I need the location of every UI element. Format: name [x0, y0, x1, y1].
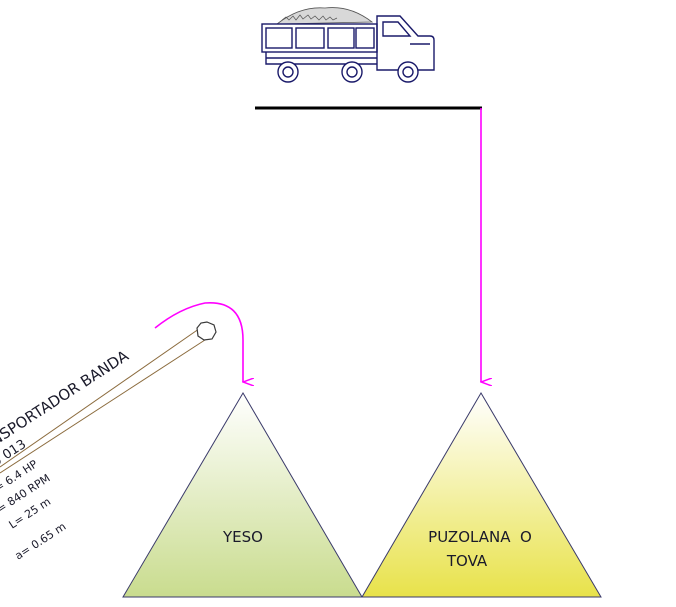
pulley-icon	[196, 321, 217, 341]
dump-truck-icon	[261, 7, 435, 83]
pile-label-yeso: YESO	[222, 528, 263, 546]
pile-label-puzolana-line2: TOVA	[446, 552, 488, 570]
pile-puzolana	[361, 392, 602, 598]
pile-yeso	[122, 392, 363, 598]
flow-arrow-yeso	[154, 302, 243, 382]
conveyor-belt	[0, 323, 209, 474]
pile-label-puzolana-line1: PUZOLANA O	[428, 528, 532, 546]
